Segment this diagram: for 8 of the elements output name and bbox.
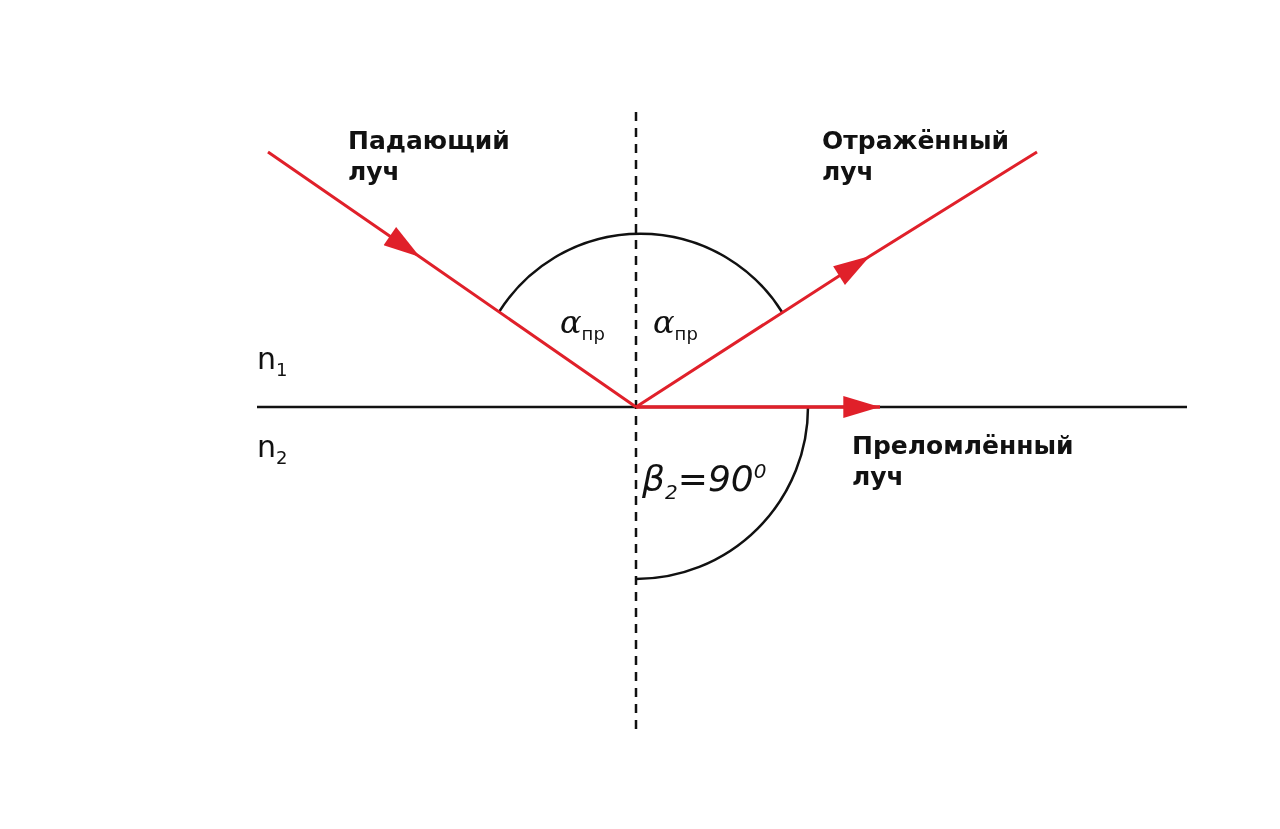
angle-label: α$_{пр}$ [653, 302, 698, 346]
ray-label: Падающий луч [348, 125, 511, 188]
medium-label: n$_{1}$ [257, 340, 288, 382]
medium-label: n$_{2}$ [257, 428, 288, 470]
ray-label: Преломлённый луч [852, 430, 1075, 493]
ray-label: Отражённый луч [822, 125, 1010, 188]
angle-label: β$_{2}$=90$^{0}$ [642, 457, 767, 506]
angle-label: α$_{пр}$ [560, 302, 605, 346]
